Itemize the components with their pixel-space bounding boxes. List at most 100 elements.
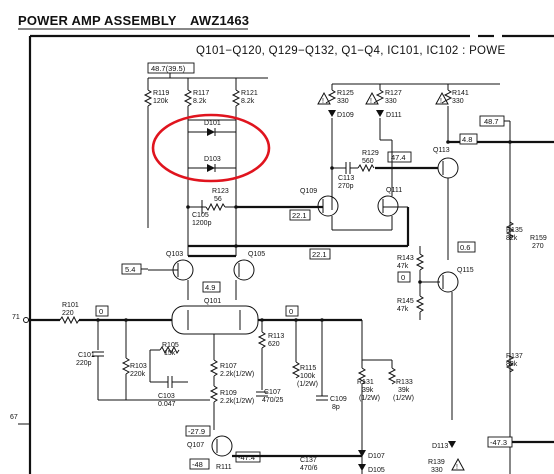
r115-value: 100k — [300, 373, 316, 380]
r119-resistor — [143, 89, 153, 107]
voltage-0-input: 0 — [99, 307, 103, 316]
voltage-box-4-8 — [459, 133, 478, 145]
safety-mark-1: ! — [322, 98, 324, 105]
node-71: 71 — [12, 314, 20, 321]
r129-value: 560 — [362, 158, 374, 165]
r133-value: 39k — [398, 387, 410, 394]
d103-diode — [207, 164, 215, 172]
r119-label: R119 — [153, 90, 169, 97]
r135-value: 82k — [506, 235, 518, 242]
r133-label: R133 — [396, 379, 413, 386]
voltage-0-6: 0.6 — [460, 243, 470, 252]
c105-value: 1200p — [192, 220, 212, 227]
r101-value: 220 — [62, 310, 74, 317]
r115-label: R115 — [300, 365, 316, 372]
q105-label: Q105 — [248, 251, 265, 258]
voltage-box-22-1-a — [289, 209, 311, 221]
q101-dual-transistor — [171, 305, 259, 335]
r143-label: R143 — [397, 255, 414, 262]
rail-voltage-box-top — [147, 62, 195, 74]
r105-resistor — [159, 345, 180, 355]
d105-diode — [358, 464, 366, 471]
r131-value: 39k — [362, 387, 374, 394]
r107-resistor — [209, 359, 219, 377]
voltage-minus-48: -48 — [192, 460, 203, 469]
r101-label: R101 — [62, 302, 79, 309]
r125-resistor — [325, 89, 337, 104]
r119-value: 120k — [153, 98, 169, 105]
r143-value: 47k — [397, 263, 409, 270]
voltage-box-minus-27-9 — [185, 425, 211, 437]
voltage-22-1-a: 22.1 — [292, 211, 307, 220]
r107-label: R107 — [220, 363, 237, 370]
c113-label: C113 — [338, 175, 354, 182]
r111-label: R111 — [216, 464, 232, 471]
r113-value: 620 — [268, 341, 280, 348]
q107-transistor — [211, 435, 233, 457]
d113-diode — [448, 441, 456, 448]
r127-label: R127 — [385, 90, 402, 97]
r123-resistor — [205, 202, 226, 212]
r141-label: R141 — [452, 90, 469, 97]
r103-label: R103 — [130, 363, 147, 370]
c137-label: C137 — [300, 457, 317, 464]
r143-resistor — [415, 253, 425, 271]
q115-transistor — [437, 271, 459, 293]
r139-value: 330 — [431, 467, 443, 474]
r145-resistor — [415, 295, 425, 313]
safety-warning-icon-4 — [451, 457, 465, 471]
voltage-box-0-input — [95, 305, 109, 317]
r131-power: (1/2W) — [359, 395, 380, 402]
safety-mark-3: ! — [440, 98, 442, 105]
r139-label: R139 — [428, 459, 445, 466]
r117-label: R117 — [193, 90, 209, 97]
parts-subtitle: Q101−Q120, Q129−Q132, Q1−Q4, IC101, IC10… — [196, 45, 505, 57]
voltage-4-8: 4.8 — [462, 135, 472, 144]
r127-resistor — [373, 89, 385, 104]
r145-label: R145 — [397, 298, 414, 305]
r107-value: 2.2k(1/2W) — [220, 371, 254, 378]
c137-value: 470/6 — [300, 465, 318, 472]
c103-value: 0.047 — [158, 401, 176, 408]
voltage-0-feedback: 0 — [289, 307, 293, 316]
rail-voltage-top: 48.7(39.5) — [151, 64, 186, 73]
r125-value: 330 — [337, 98, 349, 105]
voltage-box-22-1-b — [309, 248, 331, 260]
r145-value: 47k — [397, 306, 409, 313]
d109-label: D109 — [337, 112, 354, 119]
q115-label: Q115 — [457, 267, 474, 274]
r121-label: R121 — [241, 90, 258, 97]
d107-label: D107 — [368, 453, 385, 460]
voltage-47-4: 47.4 — [391, 153, 406, 162]
d111-diode — [376, 110, 384, 117]
safety-mark-4: ! — [456, 464, 458, 471]
r133-resistor — [387, 367, 397, 385]
r113-label: R113 — [268, 333, 284, 340]
d105-label: D105 — [368, 467, 385, 474]
q113-label: Q113 — [433, 147, 450, 154]
safety-mark-2: ! — [370, 98, 372, 105]
voltage-box-47-4 — [387, 151, 412, 163]
r121-value: 8.2k — [241, 98, 255, 105]
voltage-minus-27-9: -27.9 — [188, 427, 205, 436]
c101-value: 220p — [76, 360, 92, 367]
safety-warning-icon-2 — [365, 91, 379, 105]
safety-warning-icon-1 — [317, 91, 331, 105]
c107-label: C107 — [264, 389, 281, 396]
r117-value: 8.2k — [193, 98, 207, 105]
r105-label: R105 — [162, 342, 179, 349]
r109-label: R109 — [220, 390, 237, 397]
r131-label: R131 — [357, 379, 374, 386]
r129-resistor — [357, 163, 375, 173]
q103-label: Q103 — [166, 251, 183, 258]
r115-resistor — [291, 361, 301, 379]
c113-value: 270p — [338, 183, 354, 190]
q105-transistor — [233, 259, 255, 281]
voltage-box-4-9 — [202, 281, 221, 293]
r137-label: R137 — [506, 353, 523, 360]
voltage-4-9: 4.9 — [205, 283, 215, 292]
q113-transistor — [437, 157, 459, 179]
q107-label: Q107 — [187, 442, 204, 449]
r123-label: R123 — [212, 188, 229, 195]
